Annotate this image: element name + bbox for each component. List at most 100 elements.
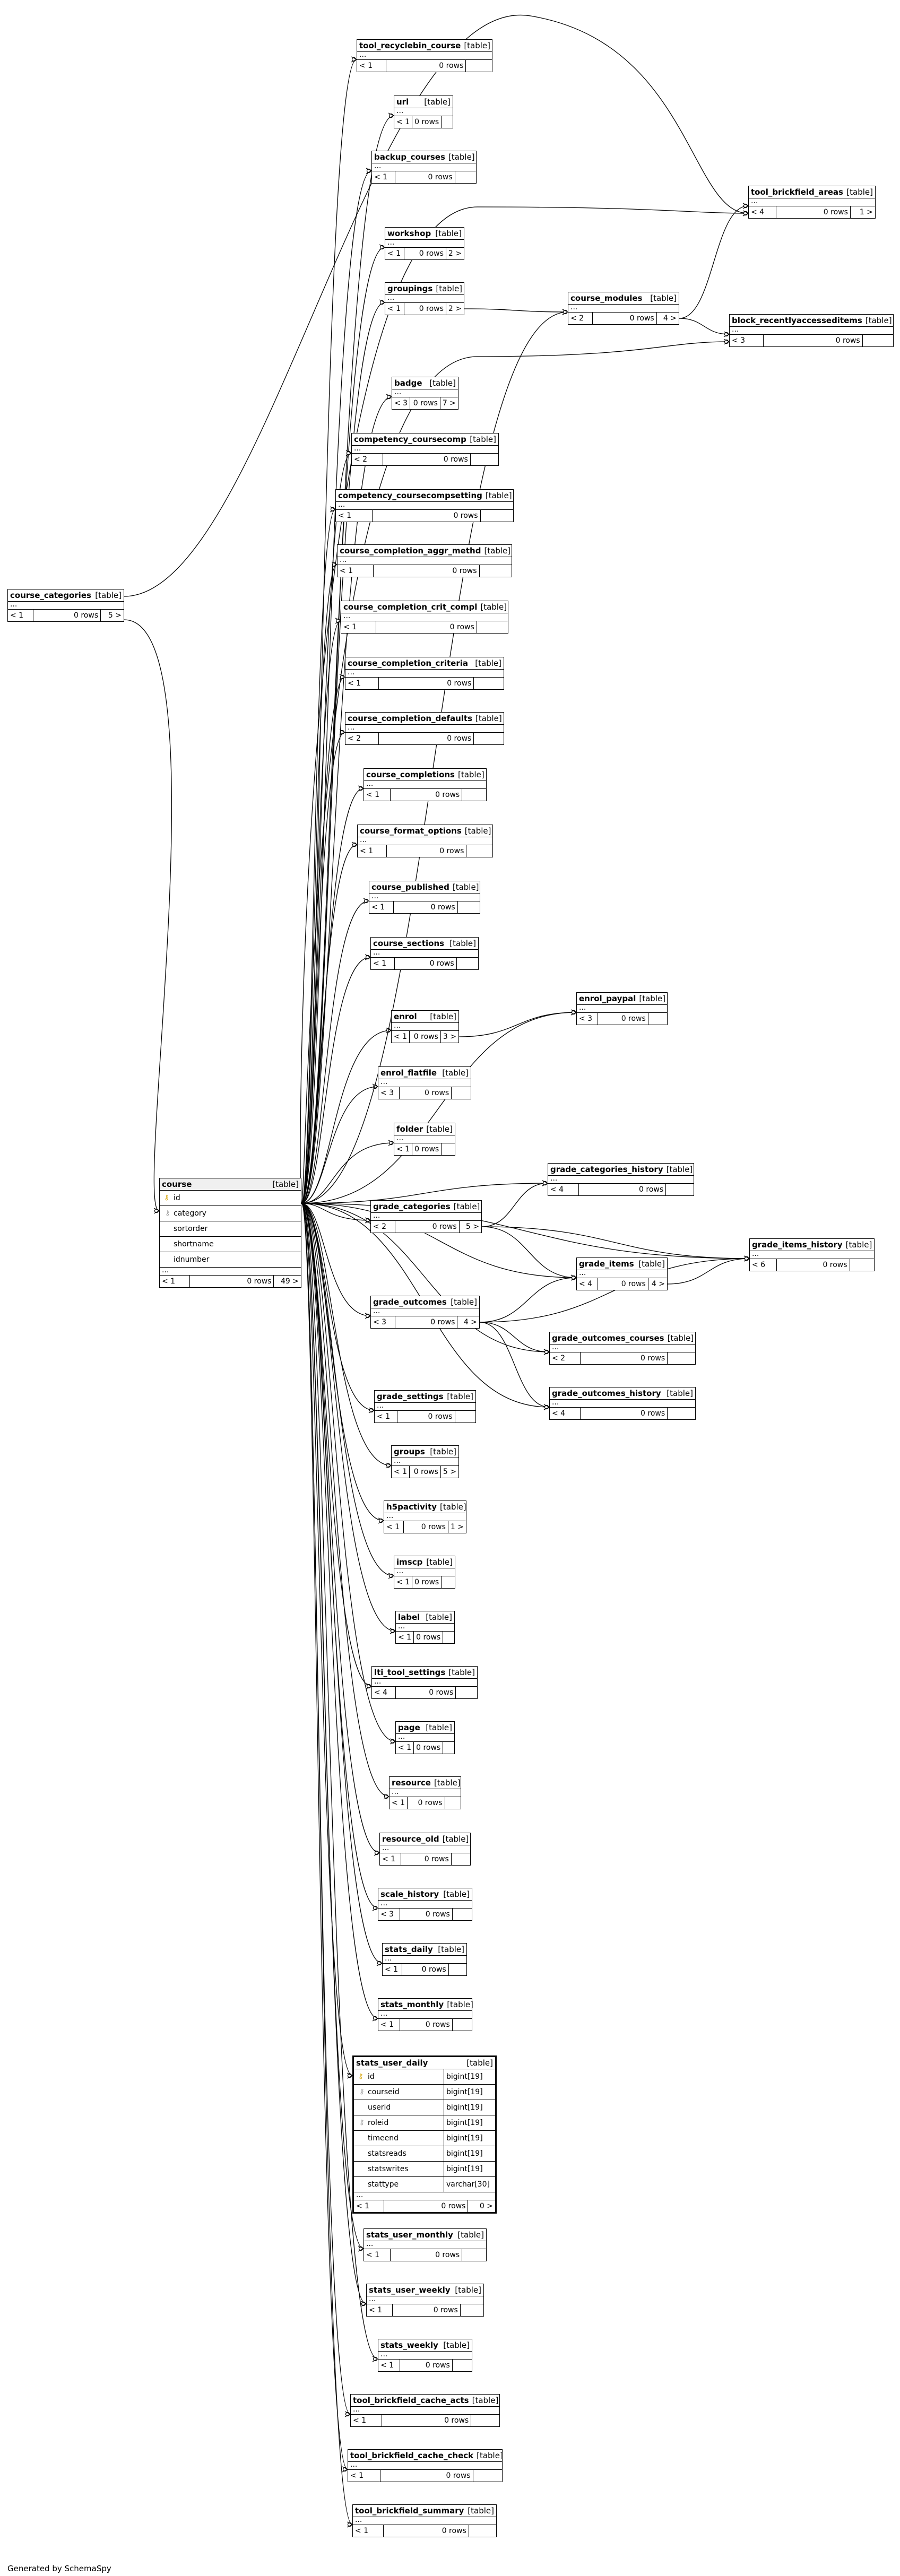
children-count[interactable] [442, 1576, 455, 1588]
table-name[interactable]: lti_tool_settings [374, 1668, 446, 1677]
parents-count[interactable]: < 1 [364, 2249, 391, 2261]
children-count[interactable] [461, 2304, 483, 2316]
children-count[interactable]: 3 > [443, 1033, 456, 1041]
column-name[interactable]: statswrites [354, 2162, 444, 2176]
children-count[interactable]: 0 > [479, 2202, 493, 2210]
table-name[interactable]: page [398, 1723, 420, 1732]
table-name[interactable]: course_completion_crit_compl [343, 602, 478, 612]
children-count[interactable] [471, 2415, 499, 2426]
table-name[interactable]: enrol_paypal [579, 994, 636, 1003]
parents-count[interactable]: < 1 [384, 1521, 404, 1533]
children-count[interactable] [648, 1013, 667, 1025]
parents-count[interactable]: < 1 [378, 2360, 400, 2371]
table-name[interactable]: course_categories [10, 591, 91, 600]
table-name[interactable]: block_recentlyaccesseditems [732, 316, 862, 325]
table-name[interactable]: enrol [394, 1012, 417, 1021]
table-name[interactable]: course_completion_aggr_methd [340, 546, 481, 556]
parents-count[interactable]: < 1 [396, 1742, 414, 1754]
table-name[interactable]: grade_items_history [752, 1240, 843, 1250]
children-count[interactable] [443, 1742, 457, 1754]
table-name[interactable]: stats_user_daily [356, 2058, 428, 2068]
table-name[interactable]: url [396, 97, 409, 107]
column-name[interactable]: statsreads [354, 2146, 444, 2161]
table-course-completion-crit-compl[interactable]: course_completion_crit_compl[table]...< … [341, 601, 508, 634]
table-name[interactable]: scale_history [380, 1889, 439, 1899]
children-count[interactable] [449, 1964, 466, 1975]
parents-count[interactable]: < 2 [352, 454, 383, 465]
column-name[interactable]: ⚷id [160, 1191, 301, 1205]
column-name[interactable]: stattype [354, 2177, 444, 2192]
table-course-completion-aggr-methd[interactable]: course_completion_aggr_methd[table]...< … [337, 544, 512, 577]
children-count[interactable] [473, 2470, 502, 2482]
children-count[interactable] [456, 1687, 477, 1698]
children-count[interactable] [481, 510, 513, 522]
parents-count[interactable]: < 1 [371, 958, 395, 969]
parents-count[interactable]: < 4 [749, 206, 776, 218]
children-count[interactable]: 2 > [448, 249, 462, 258]
children-count[interactable] [452, 1853, 470, 1865]
parents-count[interactable]: < 4 [372, 1687, 396, 1698]
column-name[interactable]: idnumber [160, 1252, 301, 1267]
table-name[interactable]: stats_monthly [380, 2000, 444, 2009]
children-count[interactable] [474, 678, 504, 689]
children-count[interactable]: 5 > [443, 1468, 456, 1476]
parents-count[interactable]: < 4 [577, 1278, 598, 1290]
parents-count[interactable]: < 4 [548, 1184, 579, 1195]
table-name[interactable]: stats_weekly [380, 2340, 438, 2350]
children-count[interactable]: 49 > [281, 1277, 299, 1286]
table-name[interactable]: grade_categories [373, 1202, 451, 1211]
table-name[interactable]: tool_brickfield_cache_acts [353, 2396, 469, 2405]
children-count[interactable] [443, 1632, 457, 1643]
children-count[interactable] [668, 1352, 695, 1364]
parents-count[interactable]: < 1 [364, 789, 391, 801]
parents-count[interactable]: < 1 [354, 2200, 384, 2212]
table-competency-coursecompsetting[interactable]: competency_coursecompsetting[table]...< … [335, 489, 514, 522]
column-name[interactable]: shortname [160, 1237, 301, 1252]
table-name[interactable]: stats_daily [385, 1945, 433, 1954]
table-name[interactable]: course_completion_defaults [348, 714, 473, 723]
children-count[interactable] [666, 1184, 694, 1195]
parents-count[interactable]: < 3 [392, 397, 411, 409]
table-name[interactable]: course_sections [373, 939, 445, 948]
children-count[interactable]: 1 > [859, 208, 873, 216]
children-count[interactable] [466, 60, 492, 72]
table-name[interactable]: badge [394, 378, 422, 388]
children-count[interactable]: 1 > [450, 1523, 464, 1531]
children-count[interactable] [863, 335, 893, 346]
children-count[interactable] [480, 565, 512, 577]
children-count[interactable]: 4 > [651, 1280, 665, 1288]
table-name[interactable]: tool_brickfield_cache_check [350, 2451, 474, 2460]
children-count[interactable] [469, 2525, 496, 2537]
parents-count[interactable]: < 4 [550, 1408, 581, 1419]
parents-count[interactable]: < 2 [568, 313, 593, 324]
children-count[interactable] [668, 1408, 695, 1419]
children-count[interactable]: 5 > [465, 1222, 479, 1231]
parents-count[interactable]: < 1 [341, 621, 376, 633]
table-name[interactable]: grade_outcomes_courses [552, 1333, 664, 1343]
children-count[interactable] [455, 171, 476, 183]
table-name[interactable]: groupings [387, 284, 433, 293]
column-name[interactable]: ⚷id [354, 2069, 444, 2084]
table-name[interactable]: resource [392, 1778, 431, 1788]
parents-count[interactable]: < 1 [394, 1143, 413, 1155]
parents-count[interactable]: < 2 [345, 733, 379, 744]
table-name[interactable]: stats_user_monthly [366, 2230, 453, 2240]
table-name[interactable]: h5pactivity [386, 1502, 437, 1512]
children-count[interactable] [445, 1797, 461, 1809]
table-name[interactable]: course_completion_criteria [348, 658, 468, 668]
parents-count[interactable]: < 3 [378, 1909, 400, 1920]
column-name[interactable]: ⚷roleid [354, 2115, 444, 2130]
children-count[interactable] [462, 2249, 486, 2261]
